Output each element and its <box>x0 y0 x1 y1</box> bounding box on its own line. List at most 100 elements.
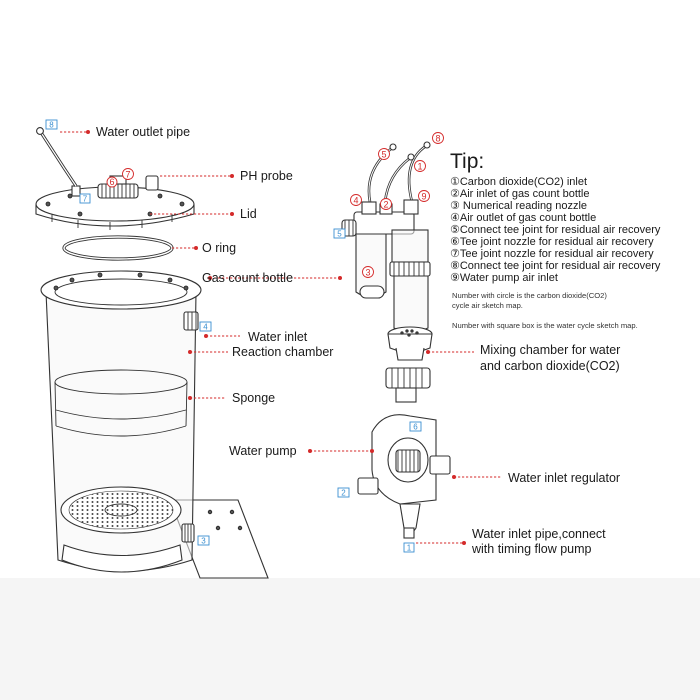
label-water-inlet: Water inlet <box>248 330 308 344</box>
tube-end <box>389 143 397 151</box>
base-hole <box>229 509 235 515</box>
lid-hole <box>45 201 51 207</box>
connector-nut <box>385 367 431 389</box>
mixing-chamber-tube <box>393 275 429 333</box>
circle-marker-3 <box>362 266 374 278</box>
lid-hole <box>157 193 163 199</box>
circle-marker-1-label: 1 <box>417 162 422 172</box>
tip-item-1: ①Carbon dioxide(CO2) inlet <box>450 176 587 188</box>
outlet-pipe-base <box>71 185 81 197</box>
flange-hole <box>53 285 59 291</box>
flange-hole <box>97 272 103 278</box>
pump-column-top <box>391 229 429 263</box>
square-marker-5-label: 5 <box>337 230 342 239</box>
tube-8-inner <box>408 145 427 203</box>
circle-marker-4 <box>350 194 362 206</box>
circle-marker-5-label: 5 <box>381 150 386 160</box>
circle-marker-6-label: 6 <box>109 177 114 187</box>
water-outlet-pipe-inner <box>41 133 77 187</box>
lid-hole <box>77 211 83 217</box>
tip-item-8: ⑧Connect tee joint for residual air reco… <box>450 260 661 272</box>
tip-box: Tip: ①Carbon dioxide(CO2) inlet ②Air inl… <box>450 150 661 330</box>
water-inlet-fitting <box>183 311 199 331</box>
square-marker-3-label: 3 <box>201 537 206 546</box>
flange-hole <box>69 277 75 283</box>
label-reaction-chamber: Reaction chamber <box>232 345 333 359</box>
label-water-inlet-regulator: Water inlet regulator <box>508 471 620 485</box>
diffuser-hole <box>400 331 404 335</box>
tip-note-circle-1: Number with circle is the carbon dioxide… <box>452 291 607 300</box>
tip-item-9: ⑨Water pump air inlet <box>450 272 558 284</box>
nozzle-tip <box>403 527 415 539</box>
base-hole <box>237 525 243 531</box>
circle-marker-4-label: 4 <box>353 196 358 206</box>
square-marker-7-label: 7 <box>83 195 88 204</box>
sponge-band <box>55 409 187 420</box>
circle-marker-9-label: 9 <box>421 192 426 202</box>
lid-hole <box>179 201 185 207</box>
tip-item-4: ④Air outlet of gas count bottle <box>450 212 596 224</box>
bottle-bottom <box>359 285 385 299</box>
filter-center <box>104 503 138 517</box>
square-marker-8-label: 8 <box>49 121 54 130</box>
label-gas-count-bottle: Gas count bottle <box>202 271 293 285</box>
connector-stem <box>395 387 417 403</box>
tip-note-circle-2: cycle air sketch map. <box>452 301 523 310</box>
tip-title: Tip: <box>450 150 484 173</box>
pump-inlet-ring <box>395 449 421 473</box>
tube-1-inner <box>384 157 411 203</box>
tip-item-6: ⑥Tee joint nozzle for residual air recov… <box>450 236 654 248</box>
chamber-top-opening <box>54 278 188 306</box>
square-marker-5 <box>333 228 346 239</box>
bottom-band <box>0 578 700 700</box>
circle-marker-2 <box>380 198 392 210</box>
circle-marker-7-label: 7 <box>125 170 130 180</box>
circle-marker-1 <box>414 160 426 172</box>
diffuser-neck <box>395 347 425 361</box>
circle-marker-9 <box>418 190 430 202</box>
tube-end <box>407 153 415 161</box>
lid-hole <box>67 193 73 199</box>
circle-marker-5 <box>378 148 390 160</box>
square-marker-3 <box>197 535 210 546</box>
square-marker-4-label: 4 <box>203 323 208 332</box>
flange-hole <box>183 285 189 291</box>
circle-marker-3-label: 3 <box>365 268 370 278</box>
diffuser-hole <box>415 331 419 335</box>
circle-marker-7 <box>122 168 134 180</box>
square-marker-6 <box>409 421 422 432</box>
diffuser-hole <box>407 333 411 337</box>
chamber-bottom-flange <box>61 544 183 573</box>
base-hole <box>215 525 221 531</box>
circle-marker-2-label: 2 <box>383 200 388 210</box>
label-o-ring: O ring <box>202 241 236 255</box>
label-ph-probe: PH probe <box>240 169 293 183</box>
leaders <box>60 130 502 545</box>
outlet-pipe-end <box>36 127 44 135</box>
label-water-pump: Water pump <box>229 444 297 458</box>
pump-air-inlet <box>357 477 379 495</box>
square-marker-6-label: 6 <box>413 423 418 432</box>
label-lid: Lid <box>240 207 257 221</box>
label-sponge: Sponge <box>232 391 275 405</box>
label-water-inlet-pipe-1: Water inlet pipe,connect <box>472 527 606 541</box>
gear-teeth <box>101 184 135 198</box>
circle-marker-6 <box>106 176 118 188</box>
inlet-thread <box>187 312 197 330</box>
tip-item-3: ③ Numerical reading nozzle <box>450 200 587 212</box>
tube-1 <box>383 156 411 203</box>
tip-item-2: ②Air inlet of gas count bottle <box>450 188 590 200</box>
square-marker-2 <box>337 487 350 498</box>
tip-item-7: ⑦Tee joint nozzle for residual air recov… <box>450 248 654 260</box>
square-marker-1-label: 1 <box>407 544 412 553</box>
tip-note-square: Number with square box is the water cycl… <box>452 321 638 330</box>
cap-nozzle <box>403 199 419 215</box>
sponge-sides <box>54 381 188 427</box>
square-marker-8 <box>45 119 58 130</box>
pump-ring-ribs <box>397 450 419 472</box>
circle-marker-8-label: 8 <box>435 134 440 144</box>
square-marker-1 <box>403 542 415 553</box>
reactor-assembly <box>35 127 269 579</box>
square-marker-7 <box>79 193 91 204</box>
chamber-top-flange <box>40 270 202 310</box>
